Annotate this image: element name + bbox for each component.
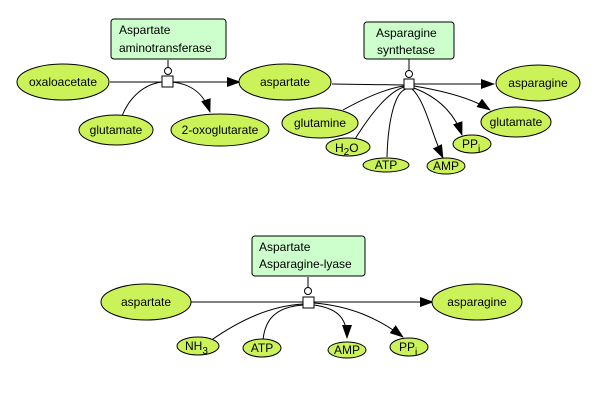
metabolite-asparagine[interactable]: asparagine [495, 64, 581, 102]
enzyme-aspartate-aminotransferase[interactable]: Aspartate aminotransferase [110, 18, 227, 60]
metabolite-label: AMP [334, 343, 360, 357]
metabolite-h2o[interactable]: H2O [325, 137, 371, 158]
edge-atp [386, 88, 407, 158]
enzyme-label-line2: synthetase [377, 43, 435, 57]
edge-glutamate [121, 81, 163, 117]
edge-to-glutamate [413, 85, 491, 111]
reaction-node[interactable] [403, 78, 415, 90]
metabolite-atp[interactable]: ATP [242, 338, 282, 358]
metabolite-label: AMP [433, 159, 459, 173]
metabolite-label: asparagine [447, 295, 507, 309]
metabolite-atp[interactable]: ATP [362, 157, 410, 173]
edge-to-amp [411, 88, 444, 159]
metabolite-aspartate[interactable]: aspartate [238, 63, 332, 101]
metabolite-label: ATP [251, 341, 273, 355]
metabolite-label: 2-oxoglutarate [182, 123, 259, 137]
edge-to-ppi [313, 302, 404, 338]
enzyme-asparagine-synthetase[interactable]: Asparagine synthetase [363, 21, 455, 60]
metabolite-label: aspartate [121, 295, 171, 309]
enzyme-label-line1: Aspartate [119, 23, 171, 37]
edge-nh3 [209, 303, 304, 342]
metabolite-glutamate[interactable]: glutamate [78, 114, 154, 146]
edge-h2o [354, 86, 405, 140]
metabolite-label: glutamate [90, 123, 143, 137]
metabolite-label: oxaloacetate [29, 75, 97, 89]
edge-aspartate [331, 83, 405, 86]
catalysis-circle [304, 287, 312, 295]
metabolite-nh3[interactable]: NH3 [176, 336, 220, 357]
enzyme-label-line2: aminotransferase [119, 41, 212, 55]
enzyme-label-line1: Asparagine [376, 26, 437, 40]
metabolite-label: PPi [462, 137, 480, 155]
reaction-node[interactable] [302, 296, 315, 309]
reaction-aspartate-aminotransferase: Aspartate aminotransferase oxaloacetate … [16, 18, 270, 147]
metabolite-label: PPi [399, 340, 417, 358]
catalysis-circle [405, 70, 413, 78]
catalysis-circle [164, 67, 172, 75]
metabolite-label: glutamine [294, 116, 346, 130]
metabolite-ppi[interactable]: PPi [452, 134, 492, 155]
reaction-asparagine-synthetase: Asparagine synthetase aspartate asparagi… [238, 21, 581, 175]
metabolite-label: ATP [375, 158, 397, 172]
metabolite-2-oxoglutarate[interactable]: 2-oxoglutarate [170, 113, 270, 147]
enzyme-label-line1: Aspartate [259, 240, 311, 254]
metabolite-label: glutamate [490, 115, 543, 129]
edge-to-amp [313, 304, 352, 339]
edge-to-ppi [413, 87, 463, 136]
metabolite-oxaloacetate[interactable]: oxaloacetate [16, 63, 110, 101]
enzyme-aspartate-asparagine-lyase[interactable]: Aspartate Asparagine-lyase [251, 235, 366, 277]
metabolite-label: H2O [335, 141, 359, 158]
metabolite-amp[interactable]: AMP [426, 157, 466, 175]
metabolite-label: asparagine [508, 76, 568, 90]
metabolite-label: aspartate [260, 75, 310, 89]
metabolite-aspartate[interactable]: aspartate [100, 283, 192, 321]
metabolite-glutamate-2[interactable]: glutamate [480, 106, 552, 138]
metabolite-ppi[interactable]: PPi [389, 337, 429, 358]
edge-atp [262, 304, 304, 341]
metabolite-asparagine[interactable]: asparagine [431, 283, 523, 321]
edge-glutamine [342, 85, 405, 111]
metabolite-amp[interactable]: AMP [327, 341, 367, 359]
reaction-node[interactable] [161, 75, 174, 88]
enzyme-label-line2: Asparagine-lyase [259, 257, 352, 271]
metabolite-label: NH3 [185, 339, 208, 357]
metabolite-glutamine[interactable]: glutamine [281, 107, 359, 139]
edge-to-2-oxoglutarate [171, 81, 211, 113]
reaction-aspartate-asparagine-lyase: Aspartate Asparagine-lyase aspartate asp… [100, 235, 523, 359]
